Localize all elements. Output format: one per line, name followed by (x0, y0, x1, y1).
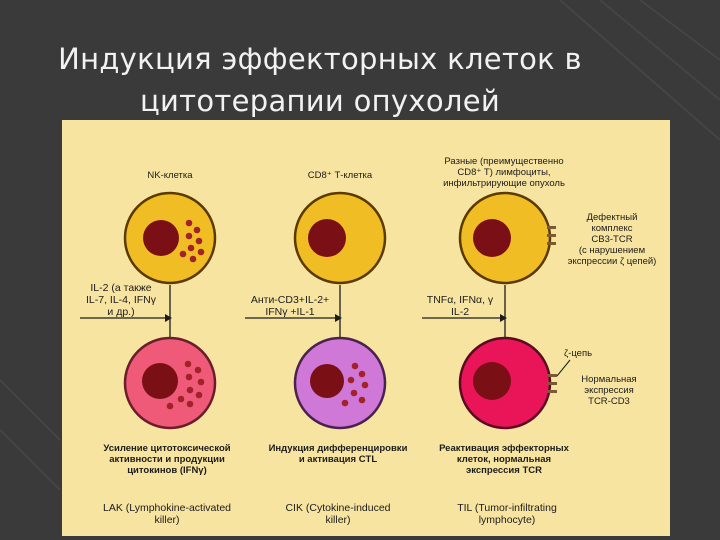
cik-effect: Индукция дифференцировки и активация CTL (268, 443, 408, 465)
til-cell (458, 336, 571, 430)
cd8-cell-label: CD8⁺ Т-клетка (307, 170, 373, 181)
lak-effect: Усиление цитотоксической активности и пр… (103, 443, 231, 476)
zeta-chain-label: ζ-цепь (564, 348, 593, 359)
lak-result: LAK (Lymphokine-activated killer) (102, 502, 231, 526)
title-line-2: цитотерапии опухолей (139, 84, 500, 118)
cik-result: CIK (Cytokine-induced killer) (285, 502, 391, 526)
slide-title: Индукция эффекторных клеток в цитотерапи… (20, 38, 620, 122)
diagram-graphics (80, 191, 571, 430)
title-line-1: Индукция эффекторных клеток в (58, 42, 582, 76)
til-stimulus: TNFα, IFNα, γ IL-2 (426, 294, 494, 318)
til-precursor-cell (458, 191, 556, 285)
nk-stimulus: IL-2 (а также IL-7, IL-4, IFNγ и др.) (85, 282, 157, 318)
defective-complex-note: Дефектный комплекс CB3-TCR (с нарушением… (567, 212, 657, 267)
nk-cell-label: NK-клетка (147, 170, 193, 181)
diagram-panel: NK-клетка CD8⁺ Т-клетка Разные (преимуще… (62, 120, 670, 536)
cd8-t-cell (293, 191, 387, 285)
til-effect: Реактивация эффекторных клеток, нормальн… (439, 443, 569, 476)
arrows (80, 285, 506, 346)
normal-expression-note: Нормальная экспрессия TCR-CD3 (581, 374, 637, 407)
lak-cell (123, 336, 217, 430)
til-result: TIL (Tumor-infiltrating lymphocyte) (457, 502, 557, 526)
cd8-stimulus: Анти-CD3+IL-2+ IFNγ +IL-1 (250, 294, 330, 318)
til-source-label: Разные (преимущественно CD8⁺ T) лимфоцит… (443, 156, 565, 189)
nk-cell (123, 191, 217, 285)
cik-cell (293, 336, 387, 430)
